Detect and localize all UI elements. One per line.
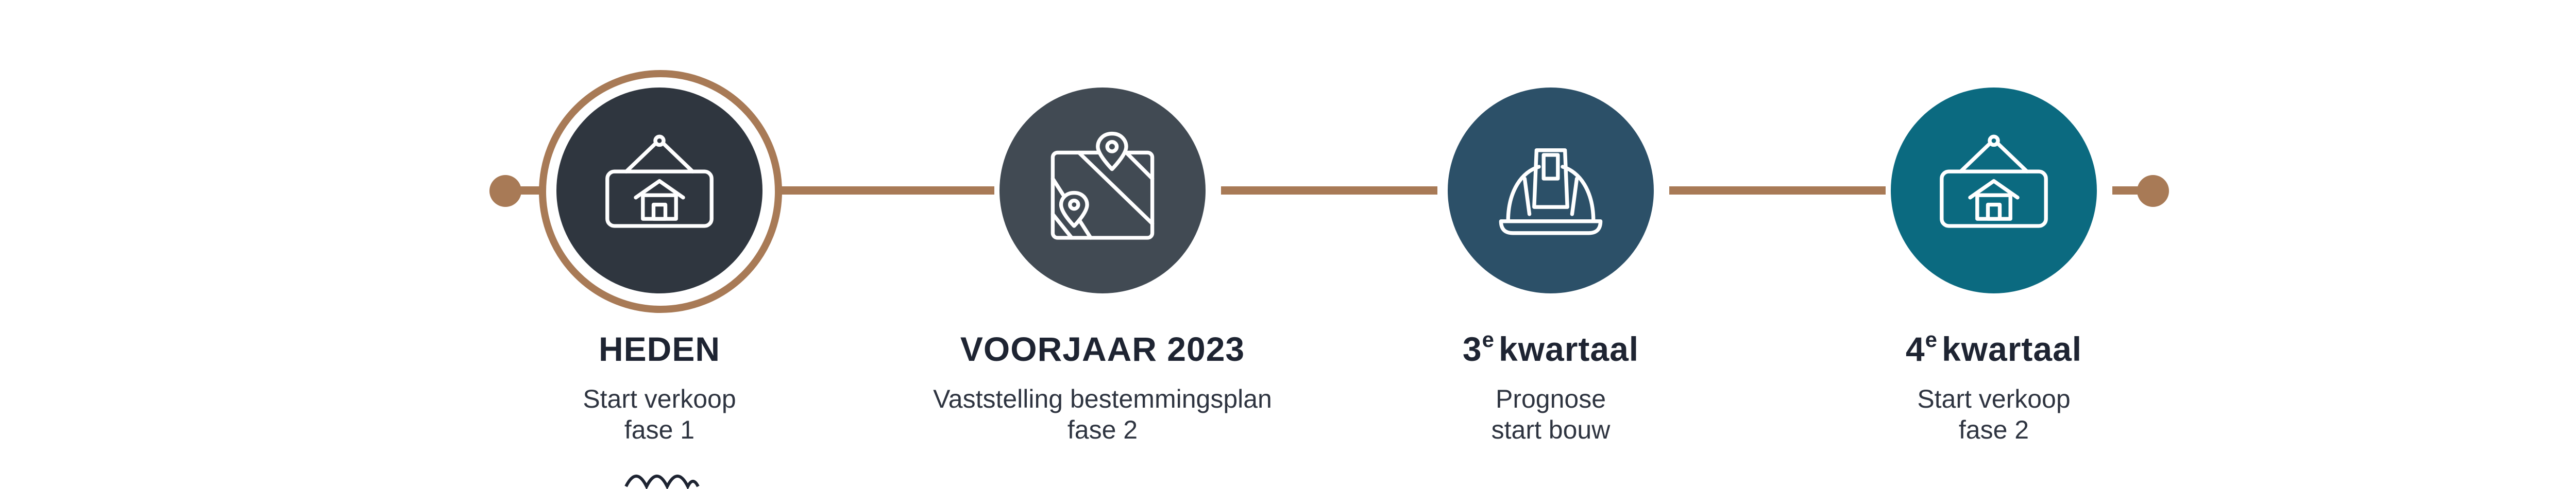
step-title: HEDEN [598, 330, 721, 368]
step-description: Prognose start bouw [1491, 385, 1611, 444]
timeline-step-voorjaar-2023: VOORJAAR 2023 Vaststelling bestemmingspl… [845, 0, 1360, 486]
timeline-line-segment [778, 186, 994, 195]
house-sign-icon [1940, 134, 2048, 228]
timeline-line-segment [515, 186, 546, 195]
step-circle [556, 88, 762, 293]
step-circle [1891, 88, 2097, 293]
timeline-line-segment [1669, 186, 1886, 195]
timeline-end-dot [2137, 175, 2169, 207]
step-description: Vaststelling bestemmingsplan fase 2 [933, 385, 1272, 444]
step-circle [1448, 88, 1654, 293]
decorative-wave-icon [624, 475, 700, 489]
step-circle [999, 88, 1206, 293]
step-title: VOORJAAR 2023 [960, 330, 1245, 368]
map-pin-icon [1050, 131, 1155, 240]
step-description: Start verkoop fase 1 [583, 385, 736, 444]
step-description: Start verkoop fase 2 [1917, 385, 2071, 444]
timeline-line-segment [1221, 186, 1437, 195]
hard-hat-icon [1499, 148, 1603, 235]
house-sign-icon [605, 134, 714, 228]
timeline-line-segment [2112, 186, 2143, 195]
timeline-step-heden: HEDEN Start verkoop fase 1 [402, 0, 917, 489]
